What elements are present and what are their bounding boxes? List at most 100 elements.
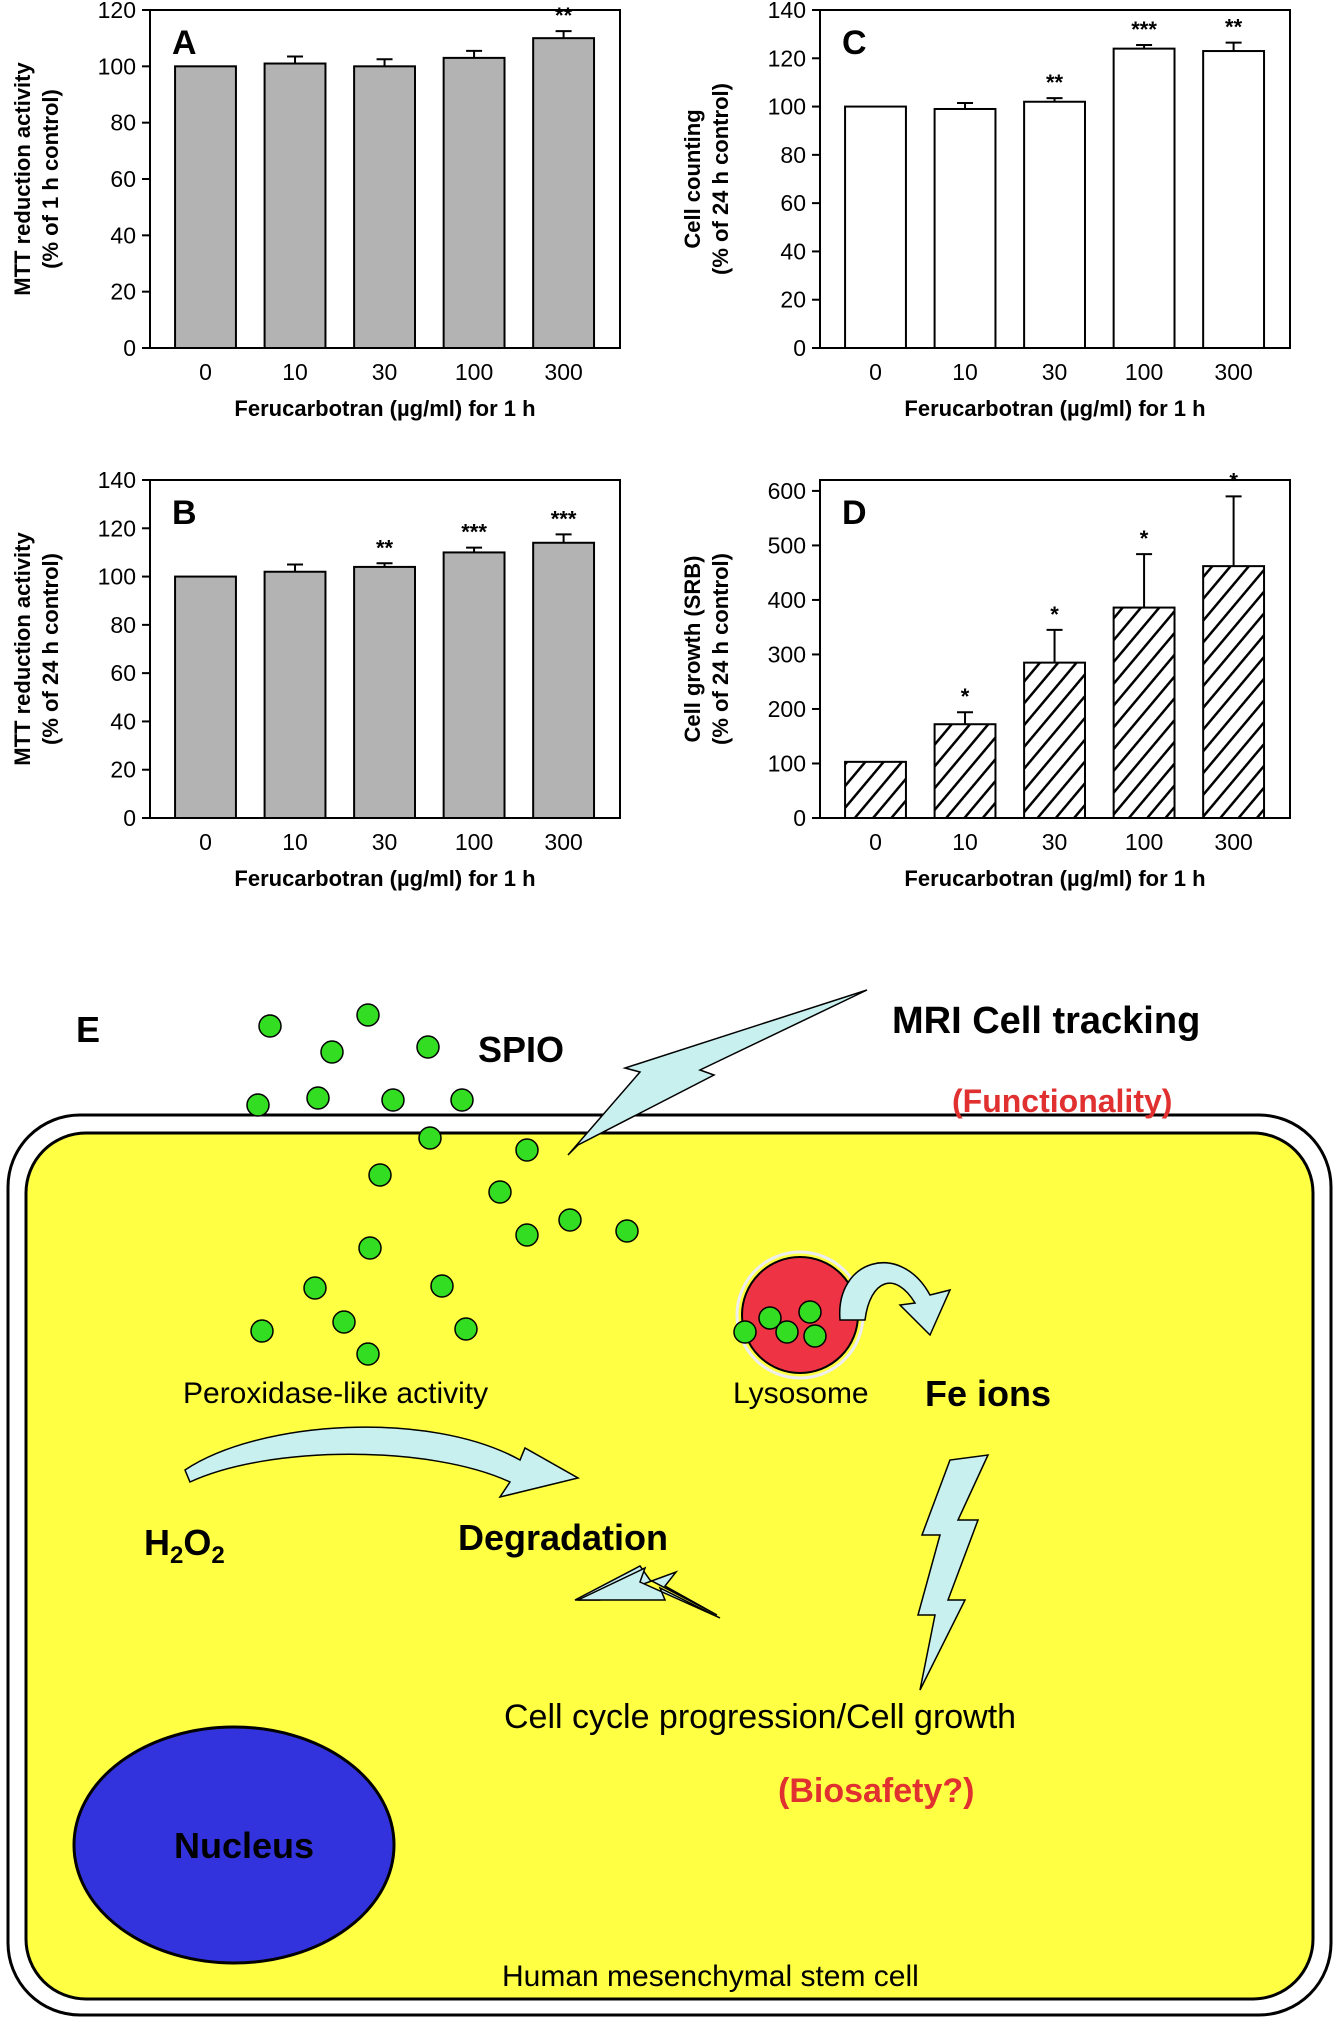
y-tick-label: 120 <box>768 45 806 71</box>
y-tick-label: 300 <box>768 641 806 667</box>
y-tick-label: 120 <box>98 515 136 541</box>
bar <box>353 65 416 349</box>
spio-particle <box>320 1040 344 1064</box>
y-axis-label: MTT reduction activity <box>10 62 35 296</box>
spio-particle <box>454 1317 478 1341</box>
significance-marker: *** <box>461 520 487 545</box>
significance-marker: * <box>1050 602 1059 627</box>
y-tick-label: 400 <box>768 587 806 613</box>
spio-particle <box>775 1320 799 1344</box>
lysosome-label: Lysosome <box>733 1377 869 1410</box>
significance-marker: ** <box>1225 15 1243 40</box>
y-tick-label: 500 <box>768 532 806 558</box>
significance-marker: *** <box>551 506 577 531</box>
panel-letter: D <box>842 494 867 532</box>
significance-marker: ** <box>376 535 394 560</box>
bar <box>1202 50 1266 350</box>
spio-particle <box>418 1126 442 1150</box>
bar <box>1023 661 1086 819</box>
bar <box>933 723 997 819</box>
cell-schematic-e: Nucleus E SPIO MRI Cell tracking (Functi… <box>6 989 1333 2017</box>
y-tick-label: 100 <box>98 564 136 590</box>
functionality-label: (Functionality) <box>952 1083 1172 1119</box>
y-tick-label: 200 <box>768 696 806 722</box>
panel-letter: C <box>842 24 867 62</box>
spio-particle <box>798 1300 822 1324</box>
spio-label: SPIO <box>478 1029 564 1070</box>
spio-particle <box>246 1093 270 1117</box>
significance-marker: ** <box>555 3 573 28</box>
bar <box>442 551 506 820</box>
bar <box>353 565 416 819</box>
significance-marker: *** <box>1131 17 1157 42</box>
chart-panel-d: 01002003004005006000*10*30*100*300Feruca… <box>680 470 1291 891</box>
bar <box>174 65 237 349</box>
spio-particle <box>488 1180 512 1204</box>
spio-particle <box>558 1208 582 1232</box>
bar <box>263 570 327 819</box>
bar <box>174 575 237 819</box>
y-tick-label: 120 <box>98 0 136 23</box>
y-axis-label: Cell growth (SRB) <box>680 556 705 743</box>
x-tick-label: 100 <box>1125 829 1163 855</box>
degradation-bolt <box>577 1566 721 1619</box>
degradation-label: Degradation <box>458 1517 668 1558</box>
spio-particle <box>258 1014 282 1038</box>
x-tick-label: 100 <box>1125 359 1163 385</box>
spio-particle <box>332 1310 356 1334</box>
significance-marker: * <box>961 684 970 709</box>
nucleus <box>72 1725 396 1965</box>
bar <box>1202 565 1266 819</box>
peroxidase-label: Peroxidase-like activity <box>183 1377 488 1410</box>
fe-signal-arrow <box>917 1454 990 1691</box>
spio-particle <box>358 1236 382 1260</box>
cell-cycle-label: Cell cycle progression/Cell growth <box>504 1698 1016 1736</box>
significance-marker: * <box>1229 470 1238 493</box>
x-tick-label: 30 <box>1042 829 1068 855</box>
peroxidase-arrow <box>184 1426 581 1499</box>
spio-particle <box>615 1219 639 1243</box>
panel-label-e: E <box>76 1009 100 1050</box>
y-axis-label: (% of 24 h control) <box>708 553 733 745</box>
y-tick-label: 40 <box>780 238 806 264</box>
significance-marker: ** <box>1046 70 1064 95</box>
bar <box>1112 606 1176 819</box>
spio-particle <box>306 1086 330 1110</box>
x-axis-label: Ferucarbotran (µg/ml) for 1 h <box>904 866 1205 891</box>
y-tick-label: 0 <box>793 335 806 361</box>
y-tick-label: 100 <box>98 53 136 79</box>
x-axis-label: Ferucarbotran (µg/ml) for 1 h <box>234 866 535 891</box>
bar <box>844 760 907 819</box>
y-tick-label: 0 <box>123 335 136 361</box>
y-axis-label: (% of 24 h control) <box>708 83 733 275</box>
spio-particle <box>416 1035 440 1059</box>
spio-particle <box>250 1319 274 1343</box>
y-axis-label: Cell counting <box>680 109 705 248</box>
x-tick-label: 30 <box>1042 359 1068 385</box>
bar <box>1112 47 1176 349</box>
y-tick-label: 80 <box>780 142 806 168</box>
significance-marker: * <box>1140 526 1149 551</box>
bar <box>532 37 596 350</box>
spio-particle <box>368 1163 392 1187</box>
x-tick-label: 0 <box>869 359 882 385</box>
fe-ions-label: Fe ions <box>925 1373 1051 1414</box>
x-tick-label: 300 <box>1214 829 1252 855</box>
bar <box>1023 100 1086 349</box>
x-tick-label: 10 <box>952 359 978 385</box>
x-tick-label: 300 <box>544 829 582 855</box>
spio-particle <box>381 1088 405 1112</box>
spio-particle <box>356 1003 380 1027</box>
x-tick-label: 10 <box>282 829 308 855</box>
spio-particle <box>430 1274 454 1298</box>
y-axis-label: (% of 24 h control) <box>38 553 63 745</box>
x-tick-label: 0 <box>199 359 212 385</box>
nucleus-label: Nucleus <box>174 1825 314 1866</box>
y-tick-label: 20 <box>110 757 136 783</box>
y-tick-label: 40 <box>110 222 136 248</box>
spio-particle <box>303 1276 327 1300</box>
x-tick-label: 300 <box>544 359 582 385</box>
y-tick-label: 20 <box>780 287 806 313</box>
x-tick-label: 300 <box>1214 359 1252 385</box>
